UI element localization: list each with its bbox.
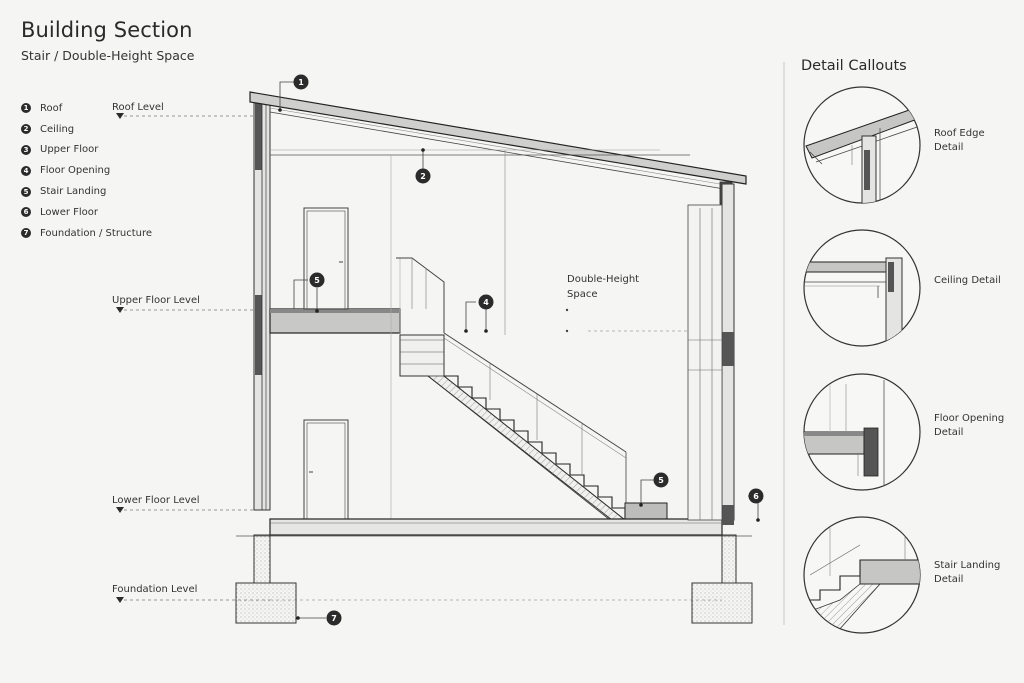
marker-5-landing: 5 xyxy=(653,472,669,488)
upper-floor-level-label: Upper Floor Level xyxy=(112,295,200,306)
interior-lines xyxy=(390,155,401,520)
level-lines xyxy=(124,115,270,601)
level-markers xyxy=(116,113,124,603)
legend-item: 7 Foundation / Structure xyxy=(21,223,152,244)
page-title: Building Section xyxy=(21,18,193,42)
legend-marker: 7 xyxy=(21,228,31,239)
legend-marker: 1 xyxy=(21,103,31,114)
svg-text:7: 7 xyxy=(331,614,337,623)
marker-1: 1 xyxy=(293,74,309,90)
double-height-label-line1: Double-Height xyxy=(567,274,639,285)
legend: 1 Roof 2 Ceiling 3 Upper Floor 4 Floor Openi… xyxy=(21,98,152,244)
legend-label: Floor Opening xyxy=(40,165,111,177)
legend-label: Lower Floor xyxy=(40,206,99,218)
marker-5-upper: 5 xyxy=(309,272,325,288)
svg-text:5: 5 xyxy=(314,276,320,285)
legend-label: Foundation / Structure xyxy=(40,227,153,239)
marker-6: 6 xyxy=(748,488,764,504)
leader-dot xyxy=(565,308,569,312)
legend-label: Ceiling xyxy=(40,123,75,135)
roof-level-label: Roof Level xyxy=(112,102,164,113)
svg-text:1: 1 xyxy=(298,78,304,87)
lower-floor-level-label: Lower Floor Level xyxy=(112,495,200,506)
lower-door xyxy=(303,419,349,521)
legend-item: 1 Roof xyxy=(21,98,152,119)
double-height-label-line2: Space xyxy=(567,289,597,300)
marker-2: 2 xyxy=(415,168,431,184)
foundation xyxy=(235,534,753,624)
svg-text:5: 5 xyxy=(658,476,664,485)
legend-marker: 4 xyxy=(21,165,31,176)
upper-floor-slab xyxy=(269,308,401,334)
stair xyxy=(396,257,668,521)
lower-floor-slab xyxy=(236,518,752,537)
marker-7: 7 xyxy=(326,610,342,626)
svg-text:4: 4 xyxy=(483,298,489,307)
ceiling xyxy=(270,149,690,335)
detail-stair-landing xyxy=(803,516,921,634)
detail-roof-edge xyxy=(803,86,921,204)
legend-item: 2 Ceiling xyxy=(21,119,152,140)
foundation-level-label: Foundation Level xyxy=(112,584,197,595)
legend-marker: 2 xyxy=(21,124,31,135)
marker-leaders xyxy=(279,81,759,619)
left-wall xyxy=(253,99,271,511)
detail-floor-opening xyxy=(803,373,921,491)
svg-text:2: 2 xyxy=(420,172,426,181)
legend-label: Roof xyxy=(40,102,63,114)
legend-item: 3 Upper Floor xyxy=(21,140,152,161)
page-subtitle: Stair / Double-Height Space xyxy=(21,48,195,63)
legend-item: 4 Floor Opening xyxy=(21,160,152,181)
legend-marker: 3 xyxy=(21,144,31,155)
legend-label: Stair Landing xyxy=(40,186,107,198)
svg-text:6: 6 xyxy=(753,492,759,501)
legend-item: 6 Lower Floor xyxy=(21,202,152,223)
legend-marker: 6 xyxy=(21,207,31,218)
legend-label: Upper Floor xyxy=(40,144,99,156)
legend-item: 5 Stair Landing xyxy=(21,181,152,202)
callout-label-ceiling: Ceiling Detail xyxy=(934,275,1001,286)
marker-4: 4 xyxy=(478,294,494,310)
detail-ceiling xyxy=(803,229,921,347)
legend-marker: 5 xyxy=(21,186,31,197)
upper-door xyxy=(303,207,349,310)
leader-dot xyxy=(565,329,569,333)
roof xyxy=(249,91,747,205)
detail-callouts-title: Detail Callouts xyxy=(801,58,907,74)
leader-dots xyxy=(278,108,760,620)
right-wall xyxy=(687,183,735,525)
